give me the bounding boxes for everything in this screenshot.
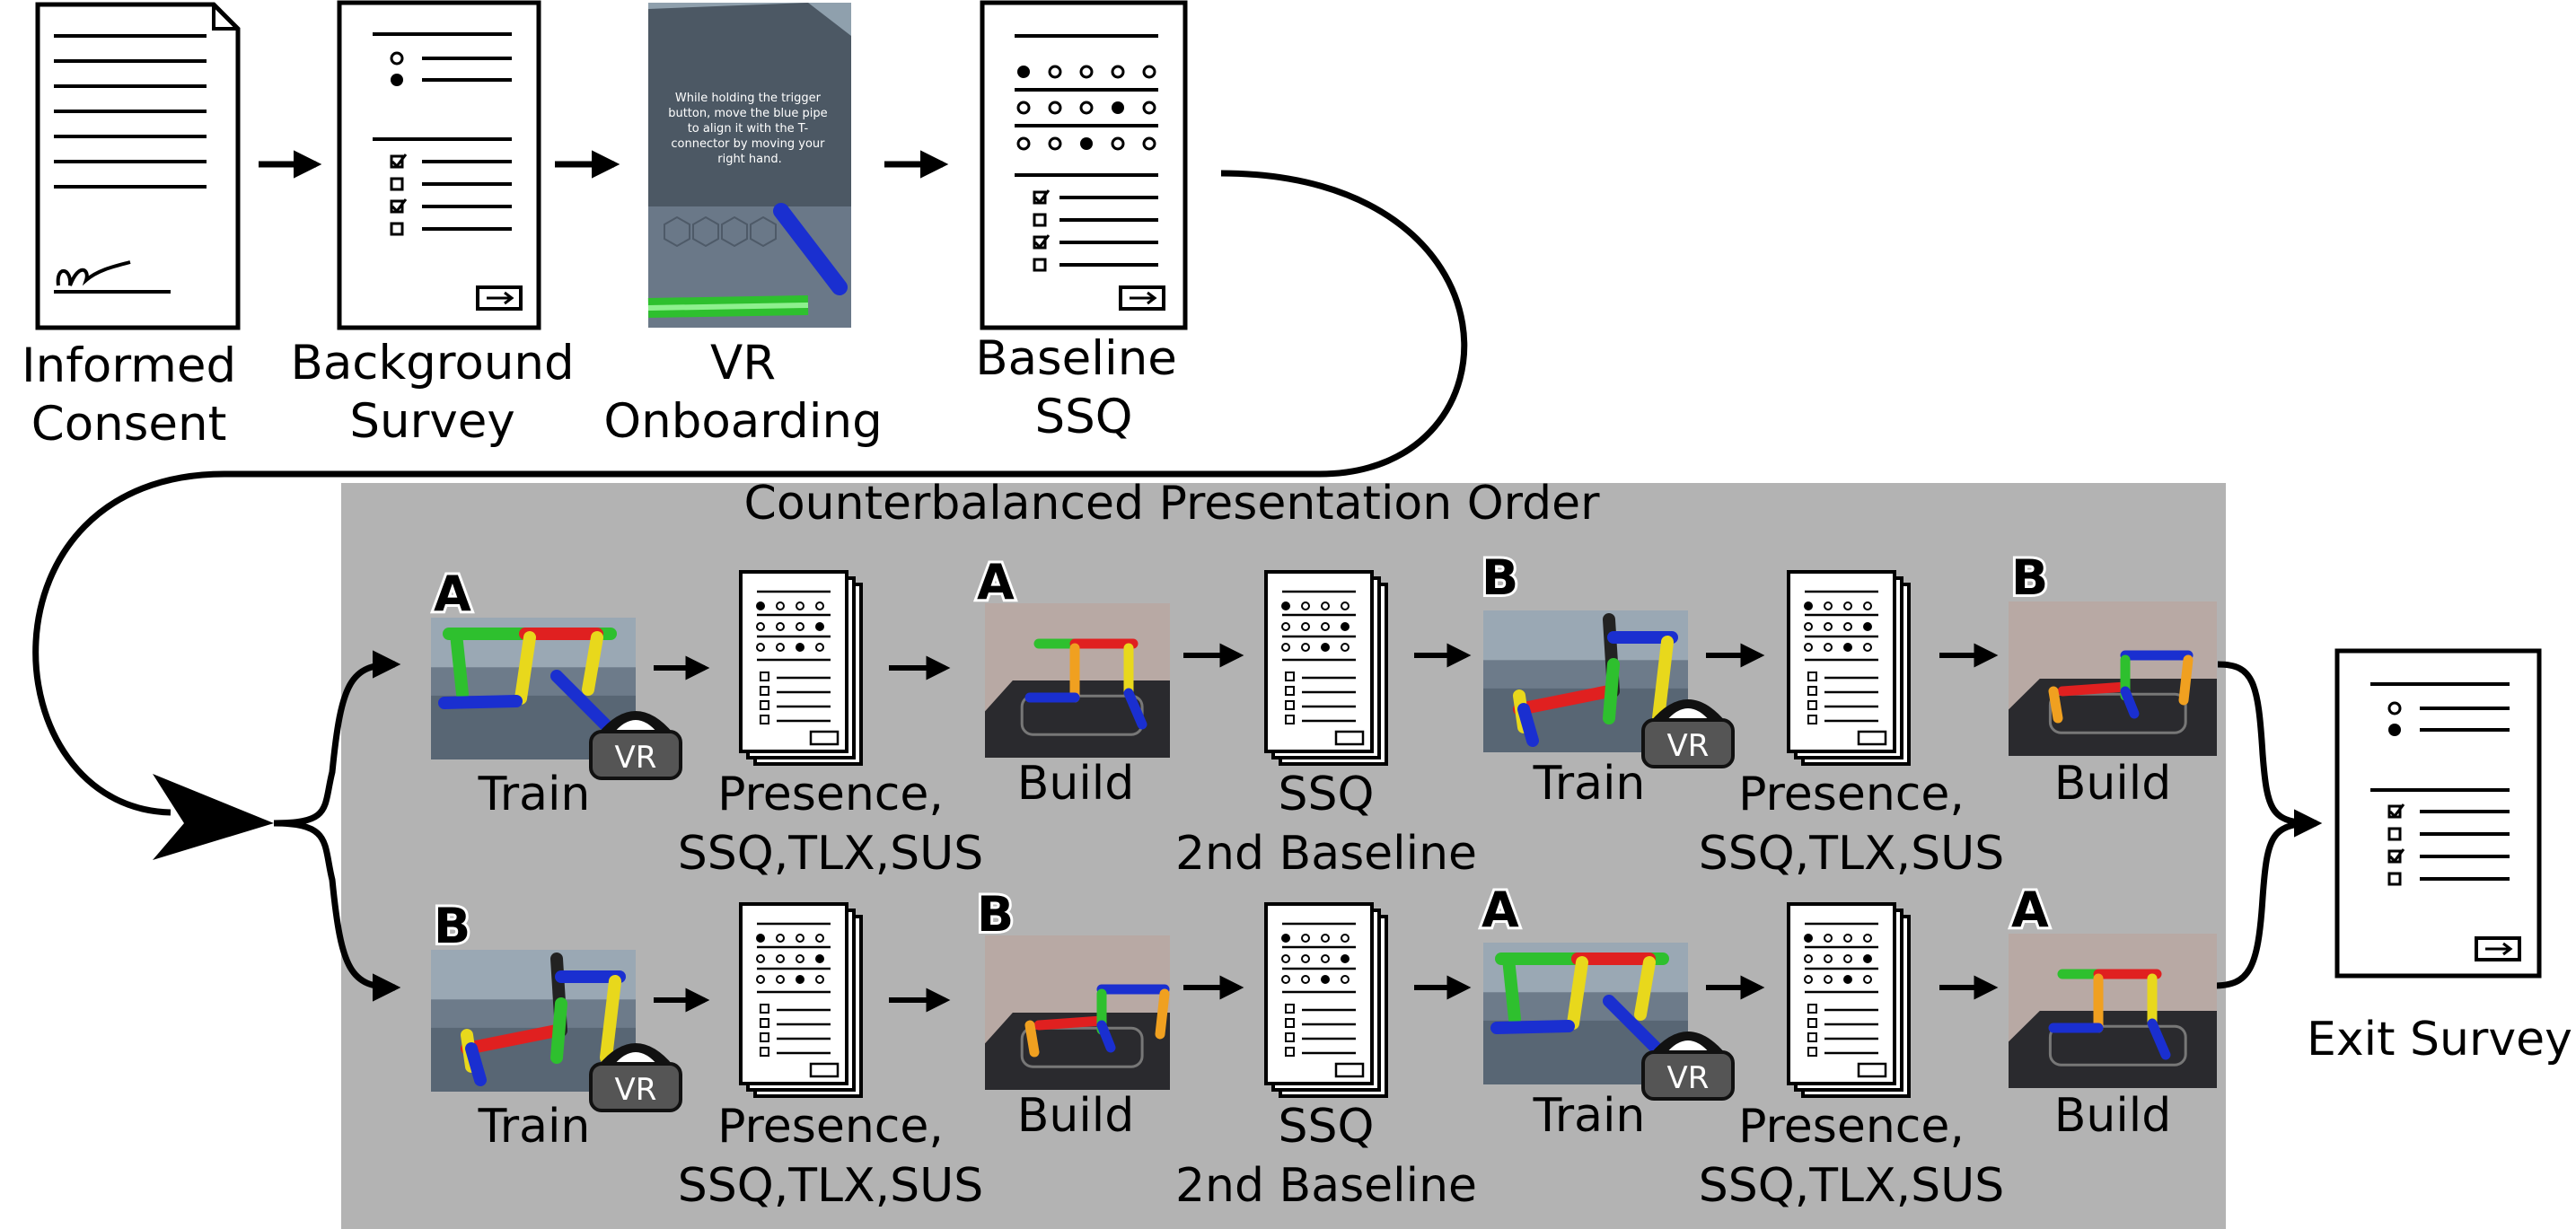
ssq-label-1: SSQ (1279, 1100, 1375, 1154)
survey-label-2: SSQ,TLX,SUS (1699, 827, 2004, 881)
build-label: Build (2054, 757, 2172, 811)
baseline-label-2: SSQ (1034, 390, 1132, 444)
condition-letter: B (434, 898, 470, 954)
questionnaire-stack (739, 570, 863, 766)
survey-label-2: SSQ,TLX,SUS (678, 827, 983, 881)
fork-left (273, 650, 401, 827)
condition-letter: B (2011, 549, 2048, 606)
train-label: Train (1533, 1089, 1646, 1143)
baseline-ssq-document (980, 0, 1188, 330)
junction-arrowhead (153, 774, 274, 860)
signature-icon (56, 260, 131, 286)
vr-headset-icon: VR (589, 1043, 682, 1112)
onboarding-line-2: button, move the blue pipe (668, 107, 827, 120)
survey-label-1: Presence, (1738, 768, 1965, 821)
merge-right-bottom (2212, 809, 2323, 989)
build-photo (2009, 601, 2217, 756)
vr-onboarding-screenshot: While holding the trigger button, move t… (647, 3, 851, 328)
onboarding-line-1: While holding the trigger (675, 92, 822, 105)
build-photo (2009, 934, 2217, 1088)
train-screenshot (431, 618, 636, 759)
condition-letter: A (977, 554, 1015, 610)
consent-label-2: Consent (31, 397, 227, 452)
survey-label-1: Presence, (717, 768, 944, 821)
vr-badge-label: VR (615, 740, 657, 776)
fork-left-bottom (273, 820, 401, 1002)
ssq-label-1: SSQ (1279, 768, 1375, 821)
onboarding-line-4: connector by moving your (671, 137, 825, 151)
svg-text:While holding the trigger: While holding the trigger button, move t… (668, 92, 831, 166)
build-photo (985, 935, 1170, 1090)
condition-letter: B (1481, 549, 1518, 606)
background-label-2: Survey (349, 394, 514, 449)
train-label: Train (1533, 757, 1646, 811)
questionnaire-stack (1787, 570, 1911, 766)
exit-survey-document (2334, 648, 2542, 979)
questionnaire-stack (1264, 570, 1388, 766)
build-label: Build (1017, 1089, 1135, 1143)
onboarding-label-2: Onboarding (603, 394, 882, 449)
survey-label-2: SSQ,TLX,SUS (1699, 1159, 2004, 1213)
condition-letter: A (1481, 882, 1519, 938)
train-label: Train (478, 768, 591, 821)
consent-label-1: Informed (22, 338, 236, 393)
vr-headset-icon: VR (589, 711, 682, 780)
background-label-1: Background (290, 336, 574, 391)
ssq-label-2: 2nd Baseline (1175, 827, 1477, 881)
condition-letter: A (434, 566, 471, 622)
questionnaire-stack (1264, 902, 1388, 1098)
baseline-label-1: Baseline (975, 331, 1177, 386)
build-photo (985, 603, 1170, 758)
train-label: Train (478, 1100, 591, 1154)
survey-label-1: Presence, (717, 1100, 944, 1154)
background-survey-document (337, 0, 541, 330)
panel-title: Counterbalanced Presentation Order (744, 477, 1601, 531)
vr-badge-label: VR (1667, 728, 1710, 764)
vr-badge-label: VR (1667, 1060, 1710, 1096)
ssq-label-2: 2nd Baseline (1175, 1159, 1477, 1213)
onboarding-label-1: VR (710, 336, 776, 391)
informed-consent-document (35, 2, 241, 330)
onboarding-line-3: to align it with the T- (688, 122, 809, 136)
train-screenshot (431, 950, 636, 1092)
onboarding-line-5: right hand. (717, 153, 782, 166)
flow-connector-curve (32, 170, 1468, 816)
merge-right-top (2217, 661, 2317, 827)
build-label: Build (2054, 1089, 2172, 1143)
exit-survey-label: Exit Survey (2307, 1013, 2572, 1067)
condition-row-1: VR A Train Presence, SSQ,TLX,SUS A Build SSQ 2nd… (431, 547, 2217, 881)
questionnaire-stack (739, 902, 863, 1098)
condition-letter: B (977, 886, 1014, 943)
survey-label-1: Presence, (1738, 1100, 1965, 1154)
survey-label-2: SSQ,TLX,SUS (678, 1159, 983, 1213)
build-label: Build (1017, 757, 1135, 811)
condition-letter: A (2011, 882, 2049, 938)
questionnaire-stack (1787, 902, 1911, 1098)
svg-text:Informed Consent Backg: Informed Consent Background Survey VR On… (22, 331, 1192, 452)
vr-badge-label: VR (615, 1072, 657, 1108)
vr-headset-icon: VR (1641, 1031, 1735, 1101)
vr-headset-icon: VR (1641, 699, 1735, 768)
